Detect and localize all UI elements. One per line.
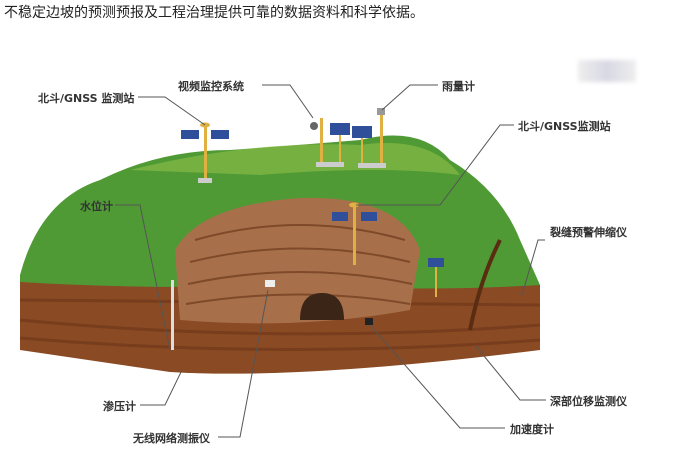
label-gnss-left: 北斗/GNSS 监测站 [38, 92, 135, 105]
label-crack: 裂缝预警伸缩仪 [550, 226, 627, 239]
pit-terraces [185, 224, 413, 305]
blurred-watermark [578, 60, 636, 82]
water-level-gauge [171, 280, 174, 350]
gnss-station-pit [332, 202, 377, 265]
tunnel [300, 293, 344, 320]
label-video: 视频监控系统 [178, 80, 244, 93]
solar-station-right [428, 258, 444, 297]
label-water-level: 水位计 [80, 200, 113, 213]
leader-lines [115, 84, 546, 438]
label-vibration: 无线网络测振仪 [133, 432, 210, 445]
video-and-solar-station [310, 108, 386, 168]
crack [468, 239, 502, 331]
label-accelerometer: 加速度计 [510, 423, 554, 436]
vibration-sensor [265, 280, 275, 287]
label-deep-displacement: 深部位移监测仪 [550, 395, 627, 408]
accelerometer-box [365, 318, 373, 325]
caption-text: 不稳定边坡的预测预报及工程治理提供可靠的数据资料和科学依据。 [4, 5, 424, 21]
label-rain: 雨量计 [442, 80, 475, 93]
label-gnss-right: 北斗/GNSS监测站 [518, 120, 611, 133]
label-seepage: 渗压计 [103, 400, 136, 413]
